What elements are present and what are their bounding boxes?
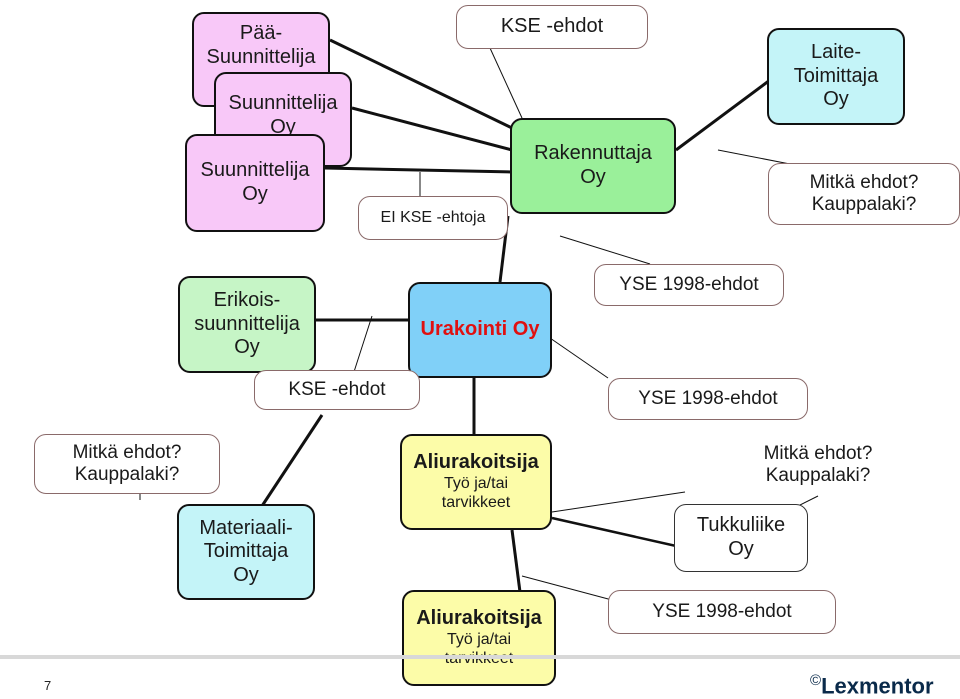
node-suunnittelija-1[interactable]: Suunnittelija Oy: [185, 134, 325, 232]
node-laite-toimittaja-line1: Laite-: [810, 41, 862, 64]
page-number: 7: [44, 678, 52, 693]
node-urakointi[interactable]: Urakointi Oy: [408, 282, 552, 378]
node-materiaali-toimittaja[interactable]: Materiaali- Toimittaja Oy: [177, 504, 315, 600]
link-pääsuunnittelija-rakennuttaja: [329, 38, 513, 130]
node-rakennuttaja-line1: Rakennuttaja: [534, 142, 652, 165]
node-aliurakoitsija-1-line1: Työ ja/tai: [443, 474, 509, 492]
node-suunnittelija-1-line2: Oy: [242, 183, 268, 205]
node-paa-suunnittelija-line1: Pää-: [239, 22, 283, 44]
node-yse-bottom-text: YSE 1998-ehdot: [652, 600, 792, 622]
node-mitka-left[interactable]: Mitkä ehdot? Kauppalaki?: [34, 434, 220, 494]
node-aliurakoitsija-2-line1: Työ ja/tai: [446, 630, 512, 648]
node-materiaali-line3: Oy: [233, 563, 259, 586]
node-yse-bottom[interactable]: YSE 1998-ehdot: [608, 590, 836, 634]
node-suunnittelija-2-line1: Suunnittelija: [228, 92, 338, 114]
node-erikois-line3: Oy: [234, 336, 260, 359]
logo-text: Lexmentor: [821, 673, 934, 699]
node-ei-kse-ehtoja[interactable]: EI KSE -ehtoja: [358, 196, 508, 240]
node-erikois-line2: suunnittelija: [194, 312, 300, 335]
node-aliurakoitsija-1-title: Aliurakoitsija: [413, 451, 539, 474]
link-kse-mid: [351, 315, 373, 379]
node-rakennuttaja-line2: Oy: [580, 166, 606, 188]
node-rakennuttaja[interactable]: Rakennuttaja Oy: [510, 118, 676, 214]
link-aliurakoitsija1-aliurakoitsija2: [510, 529, 522, 593]
link-aliur2-yse: [521, 575, 613, 601]
link-suunnittelija1-rakennuttaja: [324, 166, 513, 174]
node-mitka-right-line1: Mitkä ehdot?: [763, 443, 873, 465]
node-suunnittelija-1-line1: Suunnittelija: [200, 159, 310, 182]
link-aliur1-tukku-thick: [551, 516, 686, 550]
node-aliurakoitsija-2-line2: tarvikkeet: [445, 650, 513, 669]
node-aliurakoitsija-1-line2: tarvikkeet: [441, 493, 511, 511]
link-rakennuttaja-laite: [675, 78, 771, 152]
link-yse-mid: [549, 337, 609, 379]
node-mitka-top-right-line2: Kauppalaki?: [811, 194, 917, 215]
node-kse-ehdot-mid[interactable]: KSE -ehdot: [254, 370, 420, 410]
node-yse-top-text: YSE 1998-ehdot: [619, 273, 759, 295]
node-materiaali-line2: Toimittaja: [203, 540, 289, 563]
copyright-mark: ©: [810, 672, 822, 689]
node-ei-kse-ehtoja-text: EI KSE -ehtoja: [380, 208, 486, 226]
link-suunnittelija2-rakennuttaja: [351, 106, 513, 152]
footer-divider: [0, 655, 960, 659]
node-mitka-top-right-line1: Mitkä ehdot?: [809, 172, 919, 194]
lexmentor-logo: ©Lexmentor: [810, 672, 934, 699]
node-laite-toimittaja[interactable]: Laite- Toimittaja Oy: [767, 28, 905, 125]
link-kse-top: [489, 47, 523, 119]
node-laite-toimittaja-line3: Oy: [823, 88, 849, 111]
node-kse-ehdot-top[interactable]: KSE -ehdot: [456, 5, 648, 49]
node-aliurakoitsija-1[interactable]: Aliurakoitsija Työ ja/tai tarvikkeet: [400, 434, 552, 530]
link-aliur1-tukku: [551, 491, 686, 513]
node-mitka-top-right[interactable]: Mitkä ehdot? Kauppalaki?: [768, 163, 960, 225]
node-suunnittelija-2-line2: Oy: [270, 115, 296, 138]
node-tukkuliike-line1: Tukkuliike: [696, 514, 786, 537]
node-mitka-left-line1: Mitkä ehdot?: [72, 442, 182, 464]
node-laite-toimittaja-line2: Toimittaja: [793, 64, 879, 87]
node-yse-mid-text: YSE 1998-ehdot: [638, 387, 778, 409]
node-erikois-suunnittelija[interactable]: Erikois- suunnittelija Oy: [178, 276, 316, 373]
node-yse-mid[interactable]: YSE 1998-ehdot: [608, 378, 808, 420]
node-paa-suunnittelija-line2: Suunnittelija: [206, 45, 316, 68]
node-tukkuliike-line2: Oy: [728, 538, 754, 560]
link-mitka-top-right: [717, 149, 796, 166]
node-yse-top[interactable]: YSE 1998-ehdot: [594, 264, 784, 306]
node-mitka-right[interactable]: Mitkä ehdot? Kauppalaki?: [732, 434, 904, 496]
node-kse-ehdot-mid-text: KSE -ehdot: [288, 378, 386, 400]
node-kse-ehdot-top-text: KSE -ehdot: [500, 15, 604, 38]
node-erikois-line1: Erikois-: [213, 289, 281, 312]
node-mitka-left-line2: Kauppalaki?: [74, 464, 180, 485]
node-mitka-right-line2: Kauppalaki?: [765, 465, 871, 486]
link-urakointi-materiaali: [260, 414, 324, 507]
node-aliurakoitsija-2-title: Aliurakoitsija: [416, 607, 542, 630]
link-yse-top: [559, 235, 651, 265]
node-urakointi-text: Urakointi Oy: [420, 318, 540, 341]
node-materiaali-line1: Materiaali-: [199, 516, 293, 539]
node-aliurakoitsija-2[interactable]: Aliurakoitsija Työ ja/tai tarvikkeet: [402, 590, 556, 686]
node-tukkuliike[interactable]: Tukkuliike Oy: [674, 504, 808, 572]
